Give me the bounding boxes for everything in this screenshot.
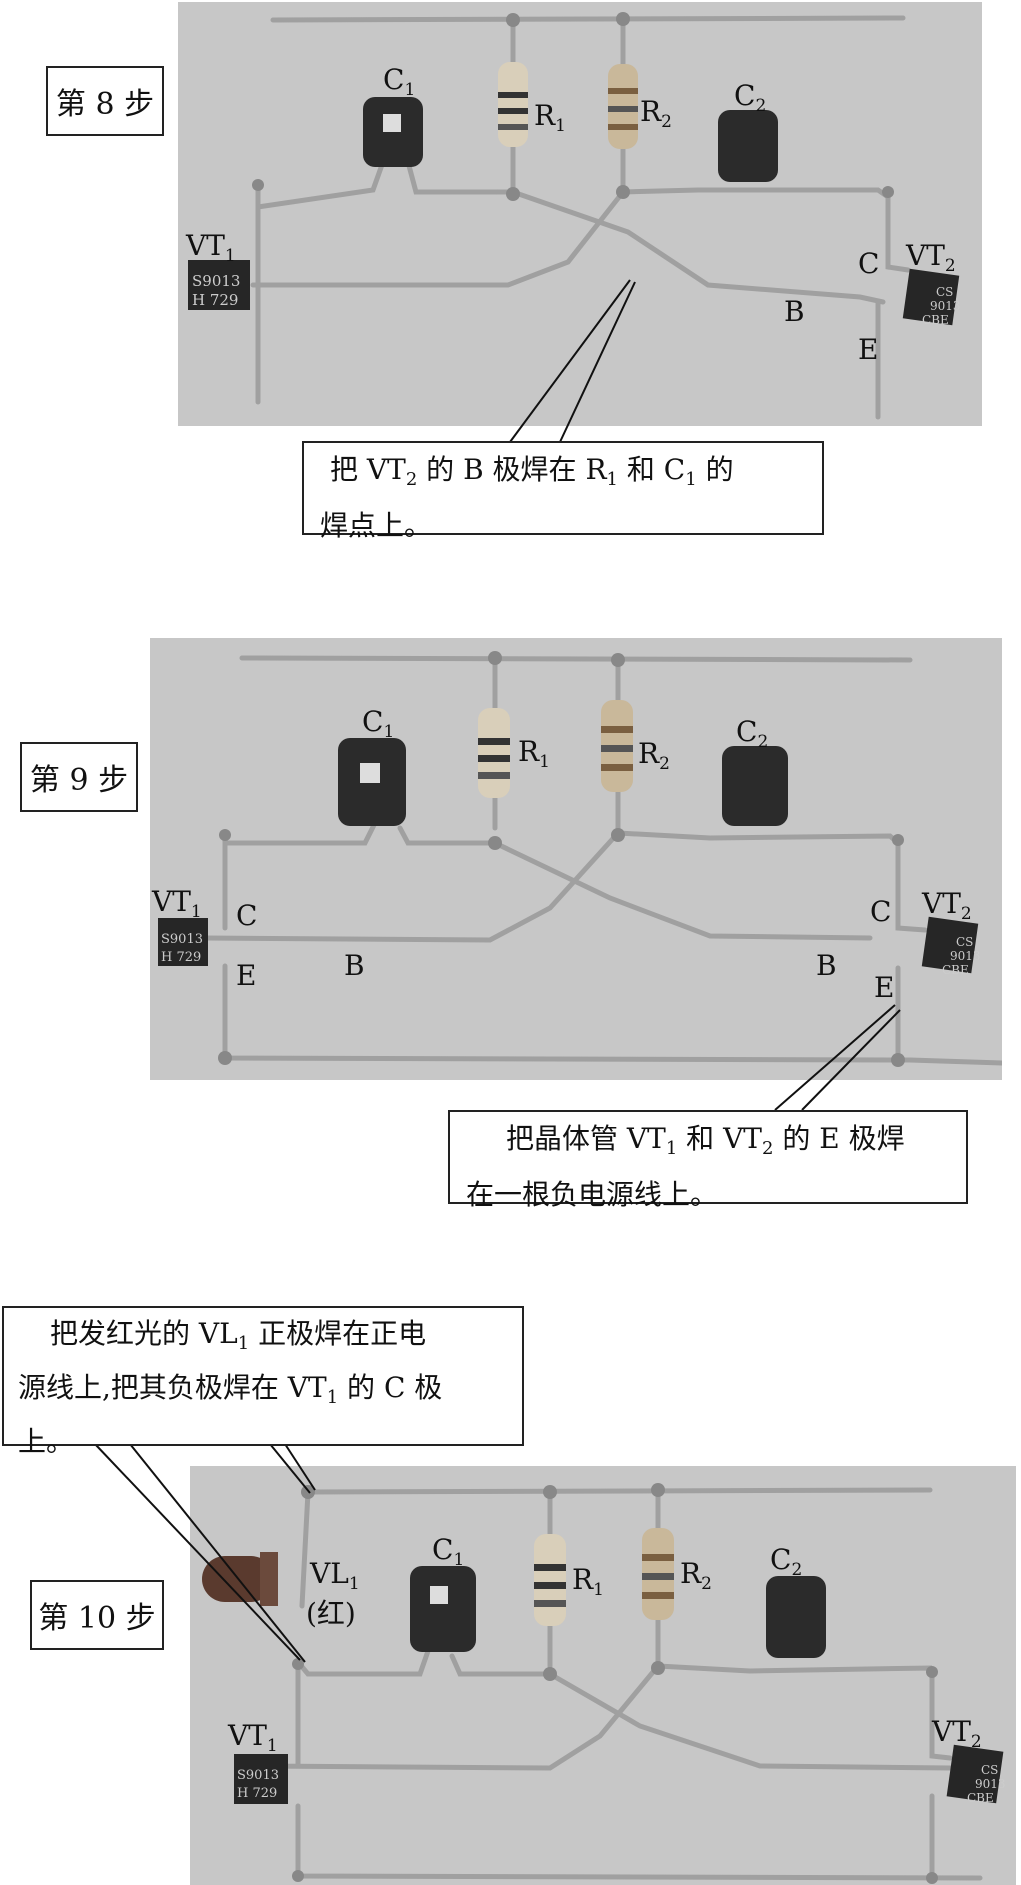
callout-step-9-line1: 把晶体管 VT1 和 VT2 的 E 极焊 — [506, 1122, 905, 1159]
label-e-right: E — [874, 971, 895, 1004]
label-c-left: C — [236, 899, 258, 932]
label-r2: R2 — [680, 1557, 712, 1595]
label-c-pin: C — [858, 247, 880, 280]
chip-vt2-line3: CBE — [942, 963, 969, 977]
label-r1: R1 — [534, 99, 566, 137]
transistor-vt2 — [902, 268, 960, 326]
chip-vt1-line2: H 729 — [161, 950, 202, 965]
resistor-r1 — [478, 708, 510, 798]
transistor-vt1 — [158, 918, 208, 966]
label-c1: C1 — [432, 1533, 465, 1571]
label-c1: C1 — [383, 63, 416, 101]
label-r2: R2 — [638, 737, 670, 775]
callout-step-10-line3: 上。 — [18, 1425, 75, 1458]
label-vl1-color: (红) — [306, 1597, 356, 1630]
callout-step-9-line2: 在一根负电源线上。 — [466, 1178, 719, 1211]
label-r2: R2 — [640, 95, 672, 133]
callout-step-9: 把晶体管 VT1 和 VT2 的 E 极焊 在一根负电源线上。 — [448, 1110, 968, 1211]
label-vt2: VT2 — [932, 1715, 982, 1753]
capacitor-c1 — [410, 1566, 476, 1652]
photo-step-10: S9013 H 729 CS 9013 CBE VL1 (红) C1 R1 R2… — [190, 1466, 1016, 1885]
chip-vt1-line1: S9013 — [161, 932, 203, 947]
step-label-8: 第 8 步 — [46, 66, 164, 136]
chip-vt2-line2: 9013 — [975, 1777, 1006, 1791]
photo-step-9: S9013 H 729 CS 9013 CBE C1 R1 R2 C2 VT1 … — [150, 638, 1002, 1080]
circuit-step-9 — [158, 651, 1002, 1067]
chip-vt2-line1: CS — [936, 285, 954, 299]
label-b-left: B — [344, 949, 365, 982]
label-vl1: VL1 — [310, 1557, 360, 1595]
callout-step-8: 把 VT2 的 B 极焊在 R1 和 C1 的 焊点上。 — [302, 441, 824, 542]
label-vt1: VT1 — [228, 1719, 278, 1757]
callout-step-8-line2: 焊点上。 — [320, 509, 433, 542]
step-label-10: 第 10 步 — [30, 1580, 164, 1650]
chip-vt1-line1: S9013 — [237, 1768, 279, 1783]
chip-vt1-line2: H 729 — [237, 1786, 278, 1801]
label-c1: C1 — [362, 705, 395, 743]
circuit-step-8 — [188, 12, 960, 420]
transistor-vt2 — [946, 1744, 1004, 1804]
label-c2: C2 — [734, 79, 767, 117]
label-vt2: VT2 — [906, 239, 956, 277]
chip-vt2-line3: CBE — [967, 1791, 994, 1805]
label-c-right: C — [870, 895, 892, 928]
resistor-r1 — [534, 1534, 566, 1626]
label-vt1: VT1 — [186, 229, 236, 267]
label-e-pin: E — [858, 333, 879, 366]
transistor-vt1 — [188, 260, 250, 310]
capacitor-c2 — [766, 1576, 826, 1658]
photo-step-8: S9013 H 729 CS 9013 CBE C1 R1 R2 C2 VT1 … — [178, 2, 982, 426]
circuit-step-10 — [202, 1483, 1004, 1884]
label-vt2: VT2 — [922, 887, 972, 925]
capacitor-c2 — [722, 746, 788, 826]
callout-step-10: 把发红光的 VL1 正极焊在正电 源线上,把其负极焊在 VT1 的 C 极 上。 — [2, 1306, 524, 1458]
label-c2: C2 — [736, 715, 769, 753]
chip-vt2-line2: 9013 — [930, 299, 961, 313]
chip-vt1-line2: H 729 — [192, 291, 239, 309]
label-r1: R1 — [572, 1563, 604, 1601]
step-label-9: 第 9 步 — [20, 742, 138, 812]
label-e-left: E — [236, 959, 257, 992]
label-c2: C2 — [770, 1543, 803, 1581]
label-r1: R1 — [518, 735, 550, 773]
callout-step-10-line1: 把发红光的 VL1 正极焊在正电 — [50, 1317, 427, 1354]
chip-vt2-line1: CS — [981, 1763, 999, 1777]
capacitor-c2 — [718, 110, 778, 182]
label-vt1: VT1 — [152, 885, 202, 923]
callout-step-8-line1: 把 VT2 的 B 极焊在 R1 和 C1 的 — [330, 453, 734, 490]
label-b-right: B — [816, 949, 837, 982]
chip-vt1-line1: S9013 — [192, 272, 241, 290]
chip-vt2-line1: CS — [956, 935, 974, 949]
chip-vt2-line3: CBE — [922, 313, 949, 327]
transistor-vt1 — [234, 1754, 288, 1804]
label-b-pin: B — [784, 295, 805, 328]
chip-vt2-line2: 9013 — [950, 949, 981, 963]
transistor-vt2 — [921, 916, 979, 974]
resistor-r1 — [498, 62, 528, 147]
callout-step-10-line2: 源线上,把其负极焊在 VT1 的 C 极 — [18, 1371, 443, 1408]
